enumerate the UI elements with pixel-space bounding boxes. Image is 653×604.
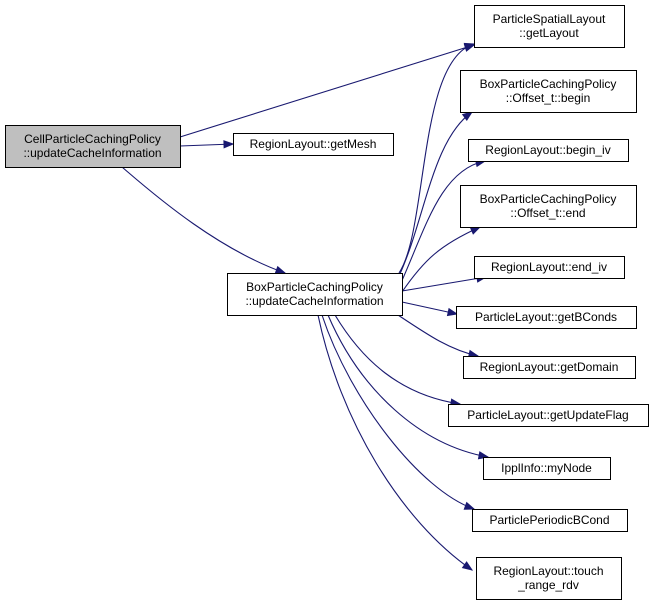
edge-line	[321, 314, 475, 510]
node-offset-begin[interactable]: BoxParticleCachingPolicy::Offset_t::begi…	[460, 70, 637, 113]
call-edges	[121, 42, 490, 571]
edge-box-update-to-getbconds	[401, 301, 459, 317]
node-box	[474, 256, 625, 279]
edge-line	[121, 166, 286, 274]
node-box	[472, 509, 628, 532]
edge-line	[334, 314, 461, 405]
edge-box-update-to-touch-range	[317, 314, 474, 571]
node-label: ::Offset_t::begin	[506, 91, 591, 105]
arrow-head-icon	[461, 111, 474, 121]
node-label: RegionLayout::getDomain	[480, 360, 619, 374]
node-touch-range[interactable]: RegionLayout::touch_range_rdv	[476, 557, 622, 600]
node-spatial-getlayout[interactable]: ParticleSpatialLayout::getLayout	[474, 5, 625, 48]
node-begin-iv[interactable]: RegionLayout::begin_iv	[468, 139, 629, 162]
arrow-head-icon	[469, 226, 482, 235]
node-getbconds[interactable]: ParticleLayout::getBConds	[456, 306, 637, 329]
node-label: ParticleLayout::getBConds	[475, 310, 617, 324]
node-label: IpplInfo::myNode	[501, 461, 592, 475]
node-box	[460, 70, 637, 113]
edge-line	[401, 226, 481, 293]
call-nodes: CellParticleCachingPolicy::updateCacheIn…	[5, 5, 649, 600]
edge-root-to-spatial-getlayout	[179, 43, 476, 138]
node-label: CellParticleCachingPolicy	[24, 132, 161, 146]
node-box-update[interactable]: BoxParticleCachingPolicy::updateCacheInf…	[227, 273, 403, 316]
node-label: BoxParticleCachingPolicy	[480, 77, 617, 91]
node-label: ::Offset_t::end	[510, 206, 585, 220]
edge-line	[317, 314, 473, 571]
node-periodic-bcond[interactable]: ParticlePeriodicBCond	[472, 509, 628, 532]
node-box	[227, 273, 403, 316]
node-label: ::getLayout	[519, 26, 579, 40]
node-label: ParticlePeriodicBCond	[489, 513, 609, 527]
node-label: ParticleLayout::getUpdateFlag	[467, 408, 628, 422]
node-box	[474, 5, 625, 48]
edge-line	[398, 111, 473, 277]
node-label: RegionLayout::getMesh	[250, 137, 377, 151]
node-label: _range_rdv	[517, 578, 579, 592]
node-box	[483, 457, 611, 480]
arrow-head-icon	[446, 307, 459, 317]
edge-line	[179, 44, 475, 138]
node-label: ParticleSpatialLayout	[493, 12, 606, 26]
node-label: RegionLayout::begin_iv	[485, 143, 610, 157]
node-getupdateflag[interactable]: ParticleLayout::getUpdateFlag	[448, 404, 649, 427]
edge-box-update-to-offset-begin	[398, 111, 474, 277]
node-mynode[interactable]: IpplInfo::myNode	[483, 457, 611, 480]
edge-box-update-to-end-iv	[401, 274, 488, 292]
arrow-head-icon	[461, 561, 474, 571]
node-box	[448, 404, 649, 427]
node-box	[456, 306, 637, 329]
edge-line	[399, 160, 486, 286]
arrow-head-icon	[463, 501, 476, 510]
node-offset-end[interactable]: BoxParticleCachingPolicy::Offset_t::end	[460, 185, 637, 228]
node-getmesh[interactable]: RegionLayout::getMesh	[233, 133, 394, 156]
node-label: ::updateCacheInformation	[245, 294, 383, 308]
node-box	[468, 139, 629, 162]
node-box	[460, 185, 637, 228]
edge-box-update-to-getupdateflag	[334, 314, 462, 407]
node-box	[476, 557, 622, 600]
edge-root-to-getmesh	[179, 140, 235, 149]
arrow-head-icon	[223, 140, 235, 149]
arrow-head-icon	[463, 42, 476, 51]
node-label: RegionLayout::end_iv	[491, 260, 607, 274]
node-end-iv[interactable]: RegionLayout::end_iv	[474, 256, 625, 279]
edge-line	[401, 276, 487, 292]
edge-box-update-to-periodic-bcond	[321, 314, 476, 510]
node-label: RegionLayout::touch	[493, 564, 603, 578]
edge-line	[327, 314, 489, 458]
node-box	[5, 125, 181, 168]
node-label: BoxParticleCachingPolicy	[480, 192, 617, 206]
node-label: ::updateCacheInformation	[23, 146, 161, 160]
node-root: CellParticleCachingPolicy::updateCacheIn…	[5, 125, 181, 168]
node-label: BoxParticleCachingPolicy	[246, 280, 383, 294]
node-getdomain[interactable]: RegionLayout::getDomain	[463, 356, 636, 379]
node-box	[463, 356, 636, 379]
node-box	[233, 133, 394, 156]
arrow-head-icon	[274, 265, 287, 274]
edge-root-to-box-update	[121, 166, 287, 274]
